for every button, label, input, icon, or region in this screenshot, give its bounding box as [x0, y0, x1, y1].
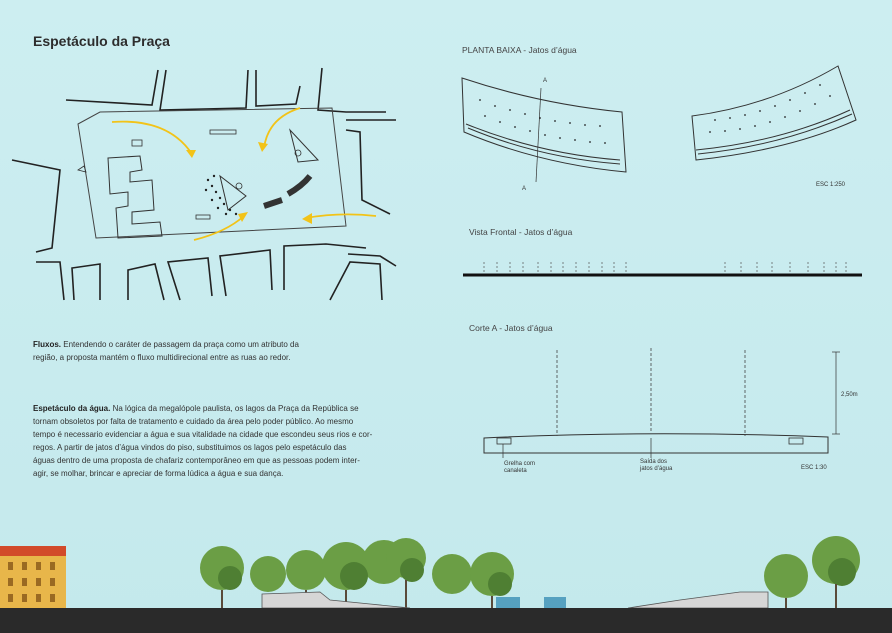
espetaculo-paragraph: Espetáculo da água. Na lógica da megalóp… [33, 404, 373, 478]
page-title: Espetáculo da Praça [33, 33, 170, 49]
section-scale: ESC 1:30 [801, 465, 827, 471]
front-view-title: Vista Frontal - Jatos d’água [469, 227, 573, 237]
section-title: Corte A - Jatos d’água [469, 323, 553, 333]
plan-scale: ESC 1:250 [816, 182, 846, 188]
espetaculo-heading: Espetáculo da água. [33, 404, 111, 413]
plan-title: PLANTA BAIXA - Jatos d’água [462, 45, 577, 55]
fluxos-heading: Fluxos. [33, 340, 62, 349]
section-height-label: 2,50m [841, 392, 858, 398]
section-mark-bottom: A [522, 186, 527, 192]
section-mark-top: A [543, 78, 548, 84]
fluxos-paragraph: Fluxos. Entendendo o caráter de passagem… [33, 340, 299, 362]
